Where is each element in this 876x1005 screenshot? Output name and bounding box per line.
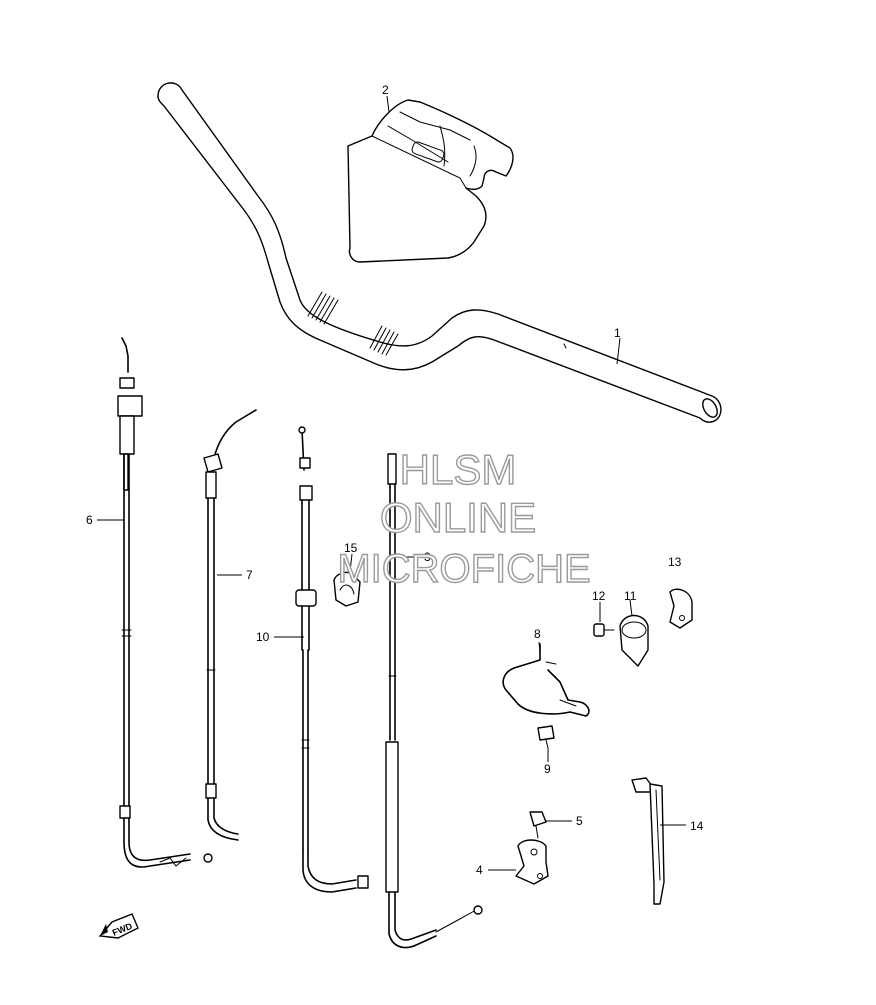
leader-1 <box>616 337 621 365</box>
callout-14[interactable]: 14 <box>690 819 704 833</box>
handlebar-grip-band-right <box>369 325 399 356</box>
callout-11[interactable]: 11 <box>624 589 637 603</box>
callout-4[interactable]: 4 <box>476 863 483 877</box>
clamp-11[interactable] <box>619 614 649 667</box>
clamp-15[interactable] <box>333 571 361 607</box>
cable-3[interactable] <box>385 453 483 949</box>
screw-9[interactable] <box>537 725 555 749</box>
watermark: HLSM ONLINE MICROFICHE <box>337 445 592 591</box>
callout-6[interactable]: 6 <box>86 513 93 527</box>
handlebar-grip-band-left <box>307 291 339 325</box>
callout-1[interactable]: 1 <box>614 326 621 340</box>
callout-7[interactable]: 7 <box>246 568 253 582</box>
guide-8[interactable] <box>502 643 590 717</box>
callout-3[interactable]: 3 <box>424 550 431 564</box>
callout-8[interactable]: 8 <box>534 627 541 641</box>
cable-7[interactable] <box>203 409 257 841</box>
forward-direction-arrow-icon: FWD <box>98 913 139 939</box>
leader-2 <box>386 95 390 113</box>
callout-15[interactable]: 15 <box>344 541 358 555</box>
cable-10[interactable] <box>295 426 369 893</box>
leader-11 <box>629 599 633 617</box>
watermark-line-3: MICROFICHE <box>337 547 590 591</box>
callout-9[interactable]: 9 <box>544 762 551 776</box>
strap-14[interactable] <box>631 777 665 905</box>
handlebar[interactable] <box>157 82 722 423</box>
handlebar-cover[interactable] <box>347 99 514 263</box>
watermark-line-2: ONLINE <box>380 494 536 541</box>
callout-10[interactable]: 10 <box>256 630 270 644</box>
screw-12[interactable] <box>593 623 615 637</box>
callout-12[interactable]: 12 <box>592 589 606 603</box>
callout-13[interactable]: 13 <box>668 555 682 569</box>
watermark-line-1: HLSM <box>400 446 517 493</box>
leader-8 <box>538 641 541 653</box>
bolt-5[interactable] <box>529 811 547 839</box>
callout-5[interactable]: 5 <box>576 814 583 828</box>
bracket-13[interactable] <box>669 588 693 629</box>
cable-6[interactable] <box>117 337 213 868</box>
callout-2[interactable]: 2 <box>382 83 389 97</box>
leader-15 <box>349 553 353 573</box>
bracket-4[interactable] <box>515 839 549 885</box>
